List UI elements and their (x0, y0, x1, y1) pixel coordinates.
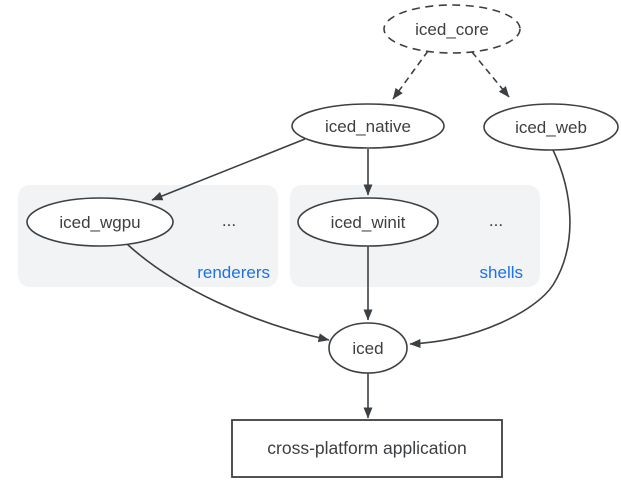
node-iced-native (291, 103, 445, 149)
node-iced (328, 322, 408, 374)
group-shells-ellipsis: ... (489, 211, 503, 230)
node-iced-label: iced (352, 339, 383, 358)
node-iced-web (483, 103, 619, 151)
node-iced-winit-label: iced_winit (331, 213, 406, 232)
group-shells-label: shells (480, 263, 523, 282)
node-iced-native-label: iced_native (325, 117, 411, 136)
node-iced-web-label: iced_web (515, 118, 587, 137)
edge-iced-core-to-iced-web (471, 51, 510, 98)
group-renderers-ellipsis: ... (222, 211, 236, 230)
node-iced-wgpu (26, 197, 174, 247)
node-app (231, 419, 503, 478)
node-iced-wgpu-label: iced_wgpu (59, 213, 140, 232)
node-iced-core-label: iced_core (415, 20, 489, 39)
edge-iced-web-to-iced (409, 149, 571, 349)
edge-iced-core-to-iced-native (392, 50, 429, 100)
node-app-label: cross-platform application (267, 438, 466, 458)
edge-iced-wgpu-to-iced (126, 243, 330, 343)
edge-iced-native-to-iced-wgpu (151, 138, 306, 201)
node-iced-core (383, 4, 521, 54)
node-iced-winit (297, 197, 439, 247)
group-renderers-label: renderers (197, 263, 270, 282)
